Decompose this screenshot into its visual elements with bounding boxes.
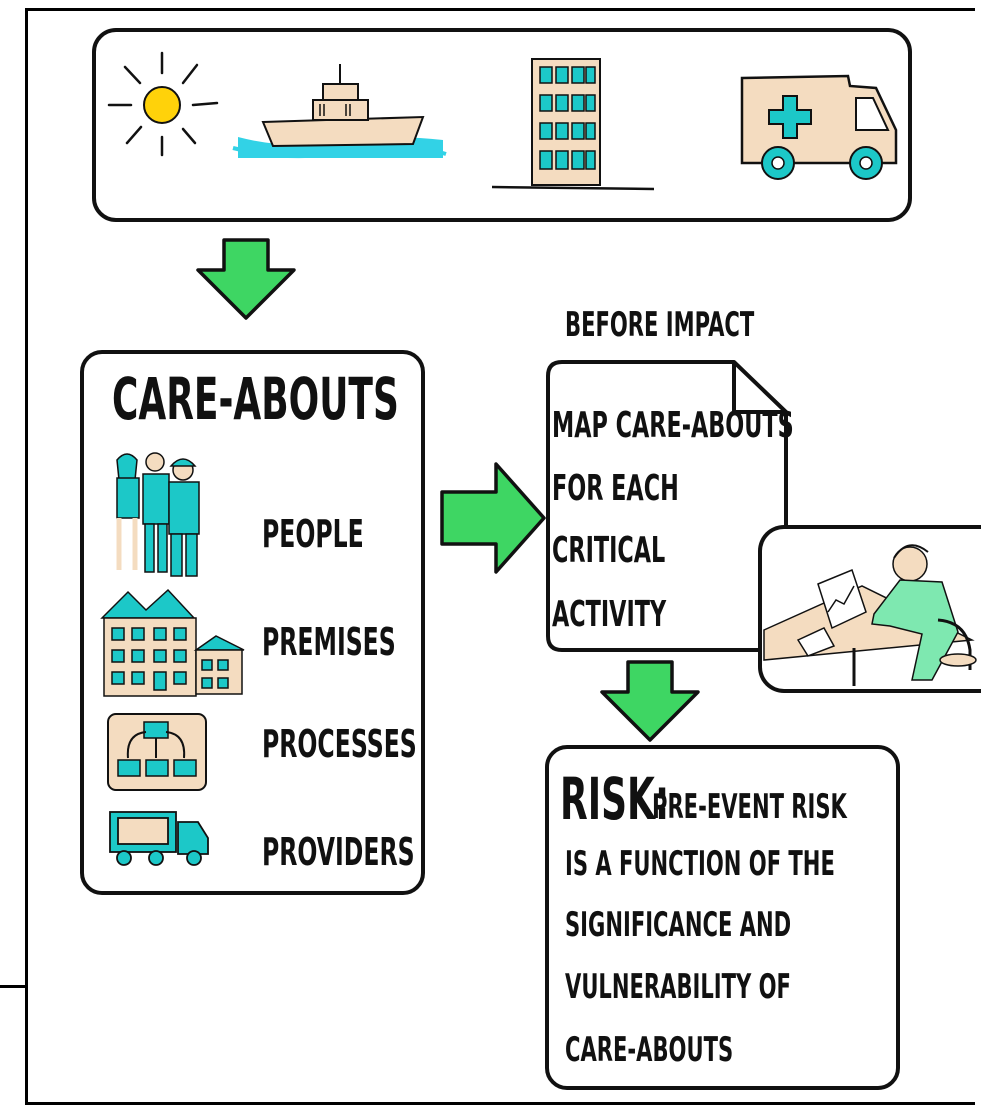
processes-icon <box>107 713 207 791</box>
care-about-label-people: PEOPLE <box>262 512 364 556</box>
risk-line-3: VULNERABILITY OF <box>565 967 791 1007</box>
risk-line-2: SIGNIFICANCE AND <box>565 905 792 945</box>
doc-line-1: MAP CARE-ABOUTS <box>552 405 794 446</box>
outer-frame <box>25 8 975 1105</box>
risk-box <box>545 745 900 1090</box>
before-impact-heading: BEFORE IMPACT <box>565 305 755 345</box>
care-about-label-premises: PREMISES <box>262 620 396 664</box>
risk-first-line: RISK: PRE-EVENT RISK <box>560 765 890 835</box>
care-about-label-processes: PROCESSES <box>262 722 417 766</box>
doc-line-3: CRITICAL <box>552 530 666 571</box>
building-icon <box>491 58 655 191</box>
down-arrow-icon <box>600 660 700 742</box>
care-about-label-providers: PROVIDERS <box>262 830 415 874</box>
risk-line-1: IS A FUNCTION OF THE <box>565 844 835 884</box>
providers-icon <box>109 811 209 866</box>
frame-stub-line <box>0 985 28 988</box>
risk-keyword: RISK: <box>560 765 670 833</box>
risk-line-0: PRE-EVENT RISK <box>652 787 847 827</box>
person-at-desk-icon <box>763 544 977 686</box>
premises-icon <box>100 588 245 697</box>
care-abouts-title: CARE-ABOUTS <box>112 365 399 433</box>
sun-icon <box>107 51 219 157</box>
doc-line-4: ACTIVITY <box>552 594 667 635</box>
ship-icon <box>232 64 447 159</box>
right-arrow-icon <box>440 462 546 574</box>
people-icon <box>116 452 200 577</box>
down-arrow-icon <box>196 238 296 320</box>
risk-line-4: CARE-ABOUTS <box>565 1030 734 1070</box>
ambulance-icon <box>740 74 898 180</box>
doc-line-2: FOR EACH <box>552 468 679 509</box>
